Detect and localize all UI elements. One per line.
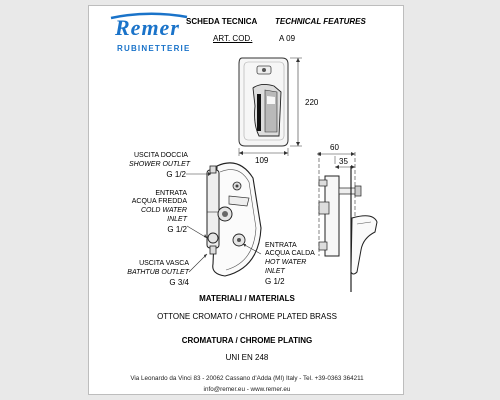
logo-subtitle: RUBINETTERIE xyxy=(117,44,191,53)
body-view xyxy=(206,162,262,277)
art-code-label: ART. COD. xyxy=(213,34,253,43)
bathtub-label-it: USCITA VASCA xyxy=(139,260,189,267)
materials-value: OTTONE CROMATO / CHROME PLATED BRASS xyxy=(157,312,337,321)
title-italian: SCHEDA TECNICA xyxy=(186,17,258,26)
leader-lines xyxy=(186,173,262,273)
hot-label-it2: ACQUA CALDA xyxy=(265,250,315,257)
cold-label-it2: ACQUA FREDDA xyxy=(131,198,187,205)
title-english: TECHNICAL FEATURES xyxy=(275,17,366,26)
dim-depth-body: 35 xyxy=(339,157,348,166)
footer-contact: info@remer.eu - www.remer.eu xyxy=(203,386,291,393)
shower-label-it: USCITA DOCCIA xyxy=(134,152,188,159)
hot-size: G 1/2 xyxy=(265,277,285,286)
bathtub-size: G 3/4 xyxy=(169,278,189,287)
art-code-value: A 09 xyxy=(279,34,296,43)
dim-width: 109 xyxy=(255,156,269,165)
hot-label-en2: INLET xyxy=(265,268,285,275)
cold-label-en2: INLET xyxy=(167,216,187,223)
hot-label-en1: HOT WATER xyxy=(265,259,307,266)
logo-wordmark: Remer xyxy=(115,15,180,40)
materials-heading: MATERIALI / MATERIALS xyxy=(199,294,295,303)
plating-heading: CROMATURA / CHROME PLATING xyxy=(181,336,313,345)
shower-label-en: SHOWER OUTLET xyxy=(129,161,191,168)
shower-size: G 1/2 xyxy=(166,170,186,179)
cold-size: G 1/2 xyxy=(167,225,187,234)
standard-value: UNI EN 248 xyxy=(225,353,269,362)
cold-label-it1: ENTRATA xyxy=(155,190,187,197)
front-view xyxy=(238,57,289,147)
technical-drawings xyxy=(186,57,378,292)
cold-label-en1: COLD WATER xyxy=(140,207,187,214)
bathtub-label-en: BATHTUB OUTLET xyxy=(127,269,189,276)
hot-label-it1: ENTRATA xyxy=(265,242,297,249)
technical-sheet: Remer RUBINETTERIE SCHEDA TECNICA TECHNI… xyxy=(88,5,404,395)
side-view xyxy=(317,152,378,292)
dim-depth-total: 60 xyxy=(330,143,339,152)
footer-address: Via Leonardo da Vinci 83 - 20062 Cassano… xyxy=(130,375,364,382)
dim-height: 220 xyxy=(305,98,319,107)
